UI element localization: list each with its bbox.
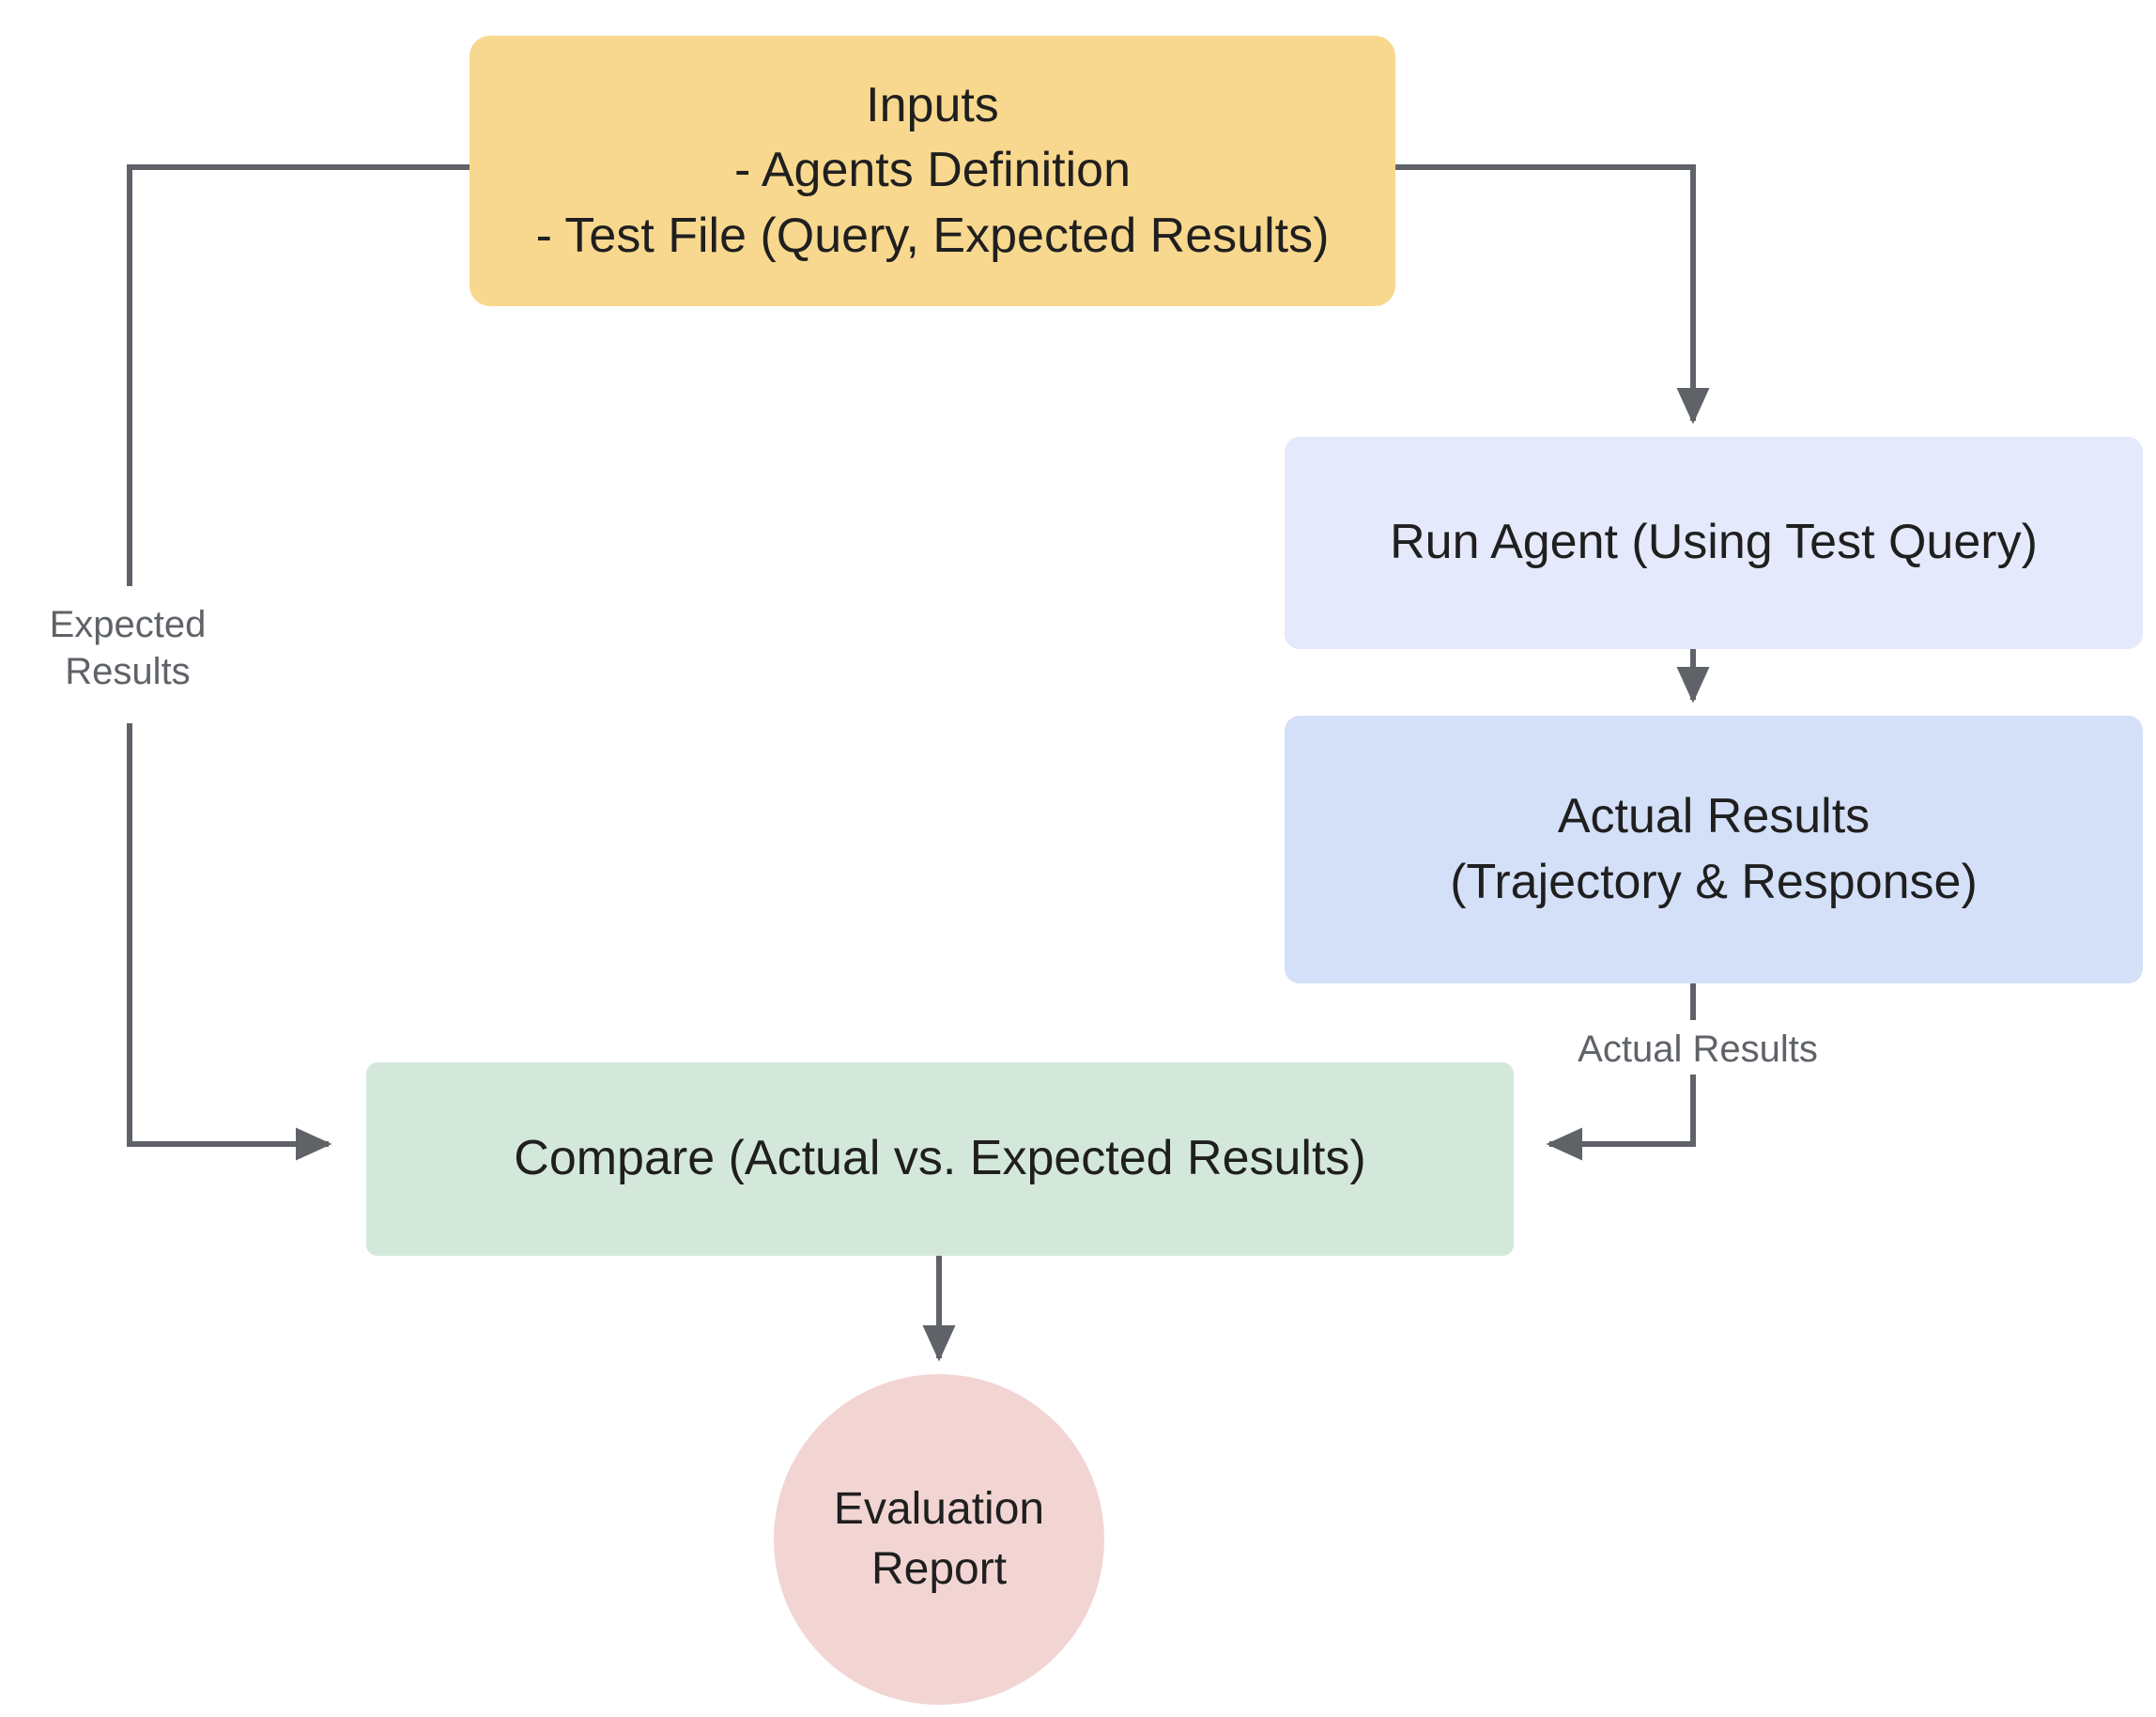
edge-label-actual-results: Actual Results bbox=[1557, 1024, 1839, 1075]
node-inputs[interactable]: Inputs - Agents Definition - Test File (… bbox=[470, 36, 1395, 306]
node-run-agent[interactable]: Run Agent (Using Test Query) bbox=[1285, 437, 2143, 649]
edge-inputs-to-run-agent bbox=[1395, 164, 1710, 425]
node-evaluation-report[interactable]: Evaluation Report bbox=[774, 1374, 1104, 1705]
node-actual-results[interactable]: Actual Results (Trajectory & Response) bbox=[1285, 716, 2143, 983]
edge-label-expected-results: Expected Results bbox=[24, 599, 231, 697]
node-compare[interactable]: Compare (Actual vs. Expected Results) bbox=[366, 1062, 1514, 1256]
